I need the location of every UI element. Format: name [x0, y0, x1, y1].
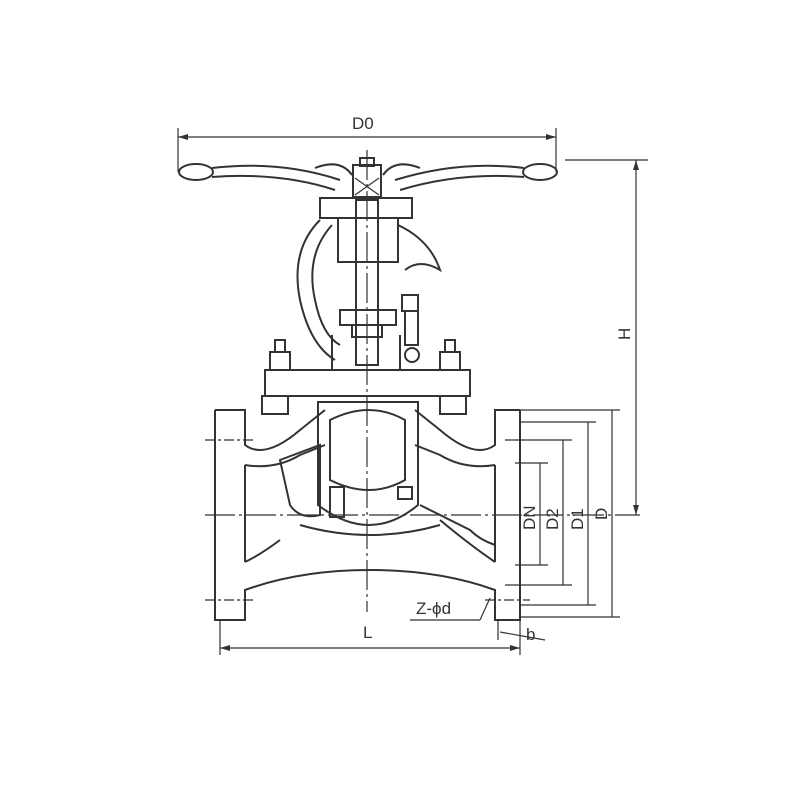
d1-label: D1 — [568, 508, 587, 530]
centerlines — [205, 150, 640, 612]
dn-label: DN — [520, 505, 539, 530]
d2-label: D2 — [543, 508, 562, 530]
b-dimension: b — [497, 620, 546, 644]
h-dimension: H — [565, 159, 648, 515]
valve-body — [214, 401, 521, 621]
bolt-hole-callout: Z-ϕd — [410, 597, 491, 621]
d0-label: D0 — [352, 114, 374, 133]
d0-dimension: D0 — [177, 114, 557, 172]
b-label: b — [526, 625, 535, 644]
l-dimension: L — [219, 620, 521, 655]
flange-dimensions: DN D2 D1 D — [505, 409, 620, 618]
handwheel — [178, 157, 558, 198]
z-phi-d-label: Z-ϕd — [416, 599, 451, 618]
d-label: D — [592, 508, 611, 520]
l-label: L — [363, 623, 372, 642]
yoke — [261, 197, 471, 415]
h-label: H — [615, 328, 634, 340]
